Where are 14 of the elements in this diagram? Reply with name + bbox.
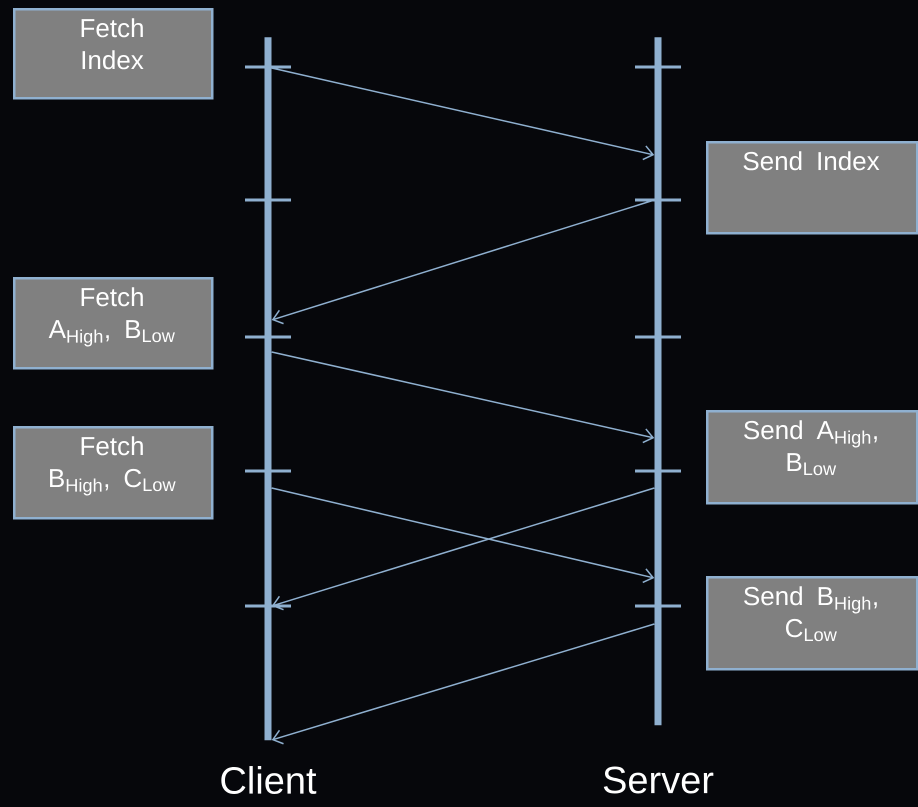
message-arrow — [272, 351, 654, 444]
process-box: Fetch B$_{High}$, C$_{Low}$ — [13, 426, 214, 520]
process-box: Send Index — [706, 141, 918, 234]
lifeline-label: Server — [604, 766, 714, 794]
message-arrow — [272, 487, 655, 610]
message-arrow — [272, 487, 654, 584]
lifeline-label: Client — [221, 766, 316, 794]
process-box: Fetch Index — [13, 8, 214, 100]
process-box: Fetch A$_{High}$, B$_{Low}$ — [13, 277, 214, 370]
message-arrow — [272, 67, 654, 160]
message-arrow — [272, 199, 655, 324]
process-box: Send B$_{High}$, C$_{Low}$ — [706, 576, 918, 670]
message-arrow — [272, 623, 655, 744]
process-box: Send A$_{High}$, B$_{Low}$ — [706, 410, 918, 504]
